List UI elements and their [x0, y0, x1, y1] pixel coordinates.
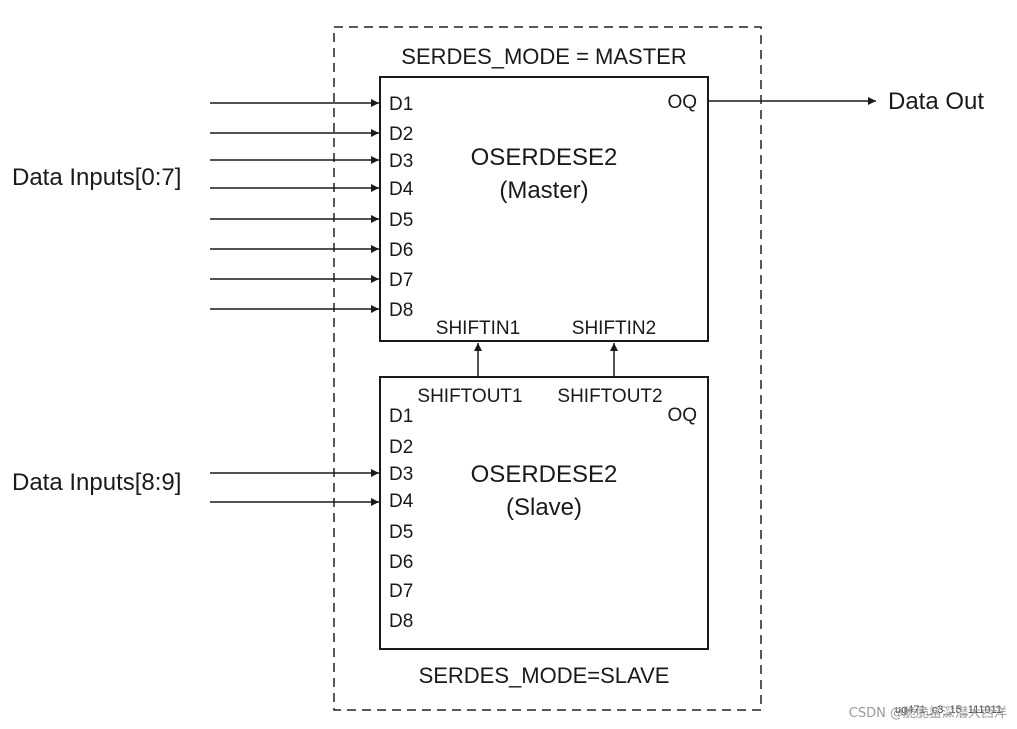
master-pin-d8: D8 — [389, 300, 413, 321]
master-shiftin1-pin: SHIFTIN1 — [436, 318, 520, 339]
data-inputs-slave-label: Data Inputs[8:9] — [12, 469, 181, 496]
slave-pin-d7: D7 — [389, 581, 413, 602]
master-mode-label: SERDES_MODE = MASTER — [401, 44, 686, 69]
master-block — [379, 76, 709, 342]
master-pin-d7: D7 — [389, 270, 413, 291]
master-oq-pin: OQ — [667, 92, 697, 113]
figure-id: ug471_c3_15_111011 — [895, 704, 1002, 716]
slave-input-pins: D1 D2 D3 D4 D5 D6 D7 D8 — [389, 406, 414, 632]
master-pin-d3: D3 — [389, 151, 413, 172]
slave-input-arrows — [210, 469, 379, 506]
data-inputs-master-label: Data Inputs[0:7] — [12, 164, 181, 191]
master-pin-d5: D5 — [389, 210, 413, 231]
slave-shiftout1-pin: SHIFTOUT1 — [417, 386, 522, 407]
slave-block-role: (Slave) — [506, 494, 582, 521]
slave-block — [379, 376, 709, 650]
slave-pin-d1: D1 — [389, 406, 413, 427]
slave-oq-pin: OQ — [667, 405, 697, 426]
data-out-label: Data Out — [888, 88, 984, 115]
master-pin-d1: D1 — [389, 94, 413, 115]
slave-shiftout2-pin: SHIFTOUT2 — [557, 386, 662, 407]
master-input-arrows — [210, 99, 379, 313]
master-input-pins: D1 D2 D3 D4 D5 D6 D7 D8 — [389, 94, 414, 321]
slave-pin-d8: D8 — [389, 611, 413, 632]
slave-mode-label: SERDES_MODE=SLAVE — [419, 663, 670, 688]
master-pin-d6: D6 — [389, 240, 413, 261]
dashed-enclosure — [333, 26, 762, 711]
master-block-name: OSERDESE2 — [471, 144, 618, 171]
slave-pin-d4: D4 — [389, 491, 414, 512]
master-shiftin2-pin: SHIFTIN2 — [572, 318, 656, 339]
master-pin-d4: D4 — [389, 179, 414, 200]
slave-pin-d6: D6 — [389, 552, 413, 573]
master-pin-d2: D2 — [389, 124, 413, 145]
slave-pin-d5: D5 — [389, 522, 413, 543]
slave-block-name: OSERDESE2 — [471, 461, 618, 488]
slave-pin-d2: D2 — [389, 437, 413, 458]
slave-pin-d3: D3 — [389, 464, 413, 485]
master-block-role: (Master) — [499, 177, 588, 204]
csdn-watermark: CSDN @脆脆鲨深潜大西洋 — [849, 705, 1007, 721]
